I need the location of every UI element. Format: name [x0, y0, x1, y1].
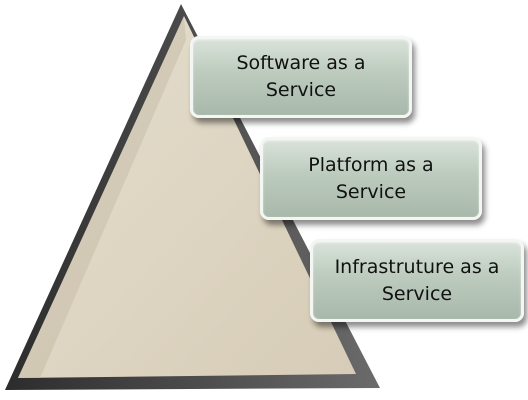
tier-label: Platform as a Service: [308, 153, 434, 203]
tier-label: Infrastruture as a Service: [334, 255, 500, 305]
tier-label: Software as a Service: [236, 52, 366, 101]
pyramid-highlight: [18, 16, 186, 378]
pyramid-face: [18, 16, 356, 378]
tier-box-platform-as-a-service: Platform as a Service: [260, 137, 482, 220]
tier-box-infrastructure-as-a-service: Infrastruture as a Service: [310, 239, 524, 322]
tier-box-software-as-a-service: Software as a Service: [190, 36, 412, 118]
